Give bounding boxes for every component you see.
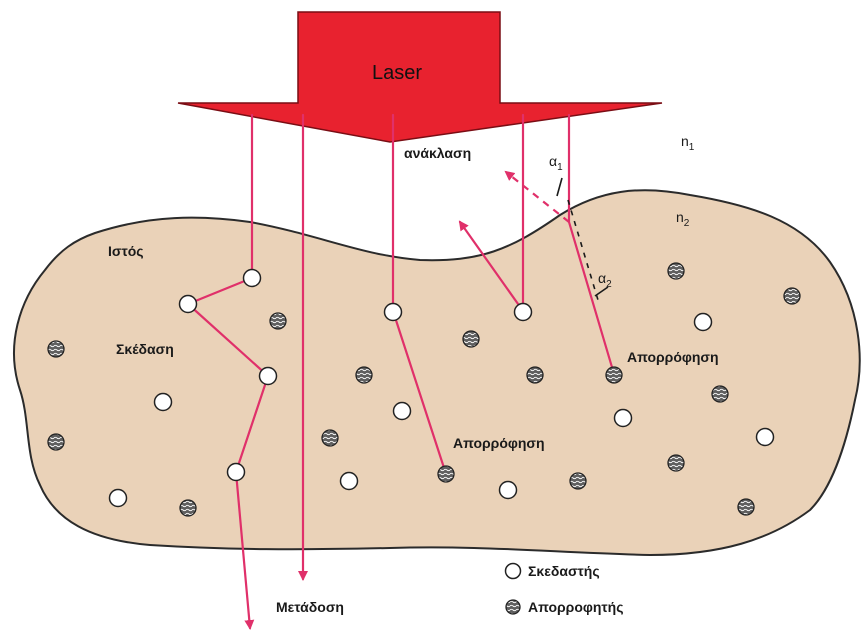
scatterer-particle [385,304,402,321]
scatterer-particle [500,482,517,499]
scatterer-particle [394,403,411,420]
absorber-particle [48,434,64,450]
absorption-label-right: Απορρόφηση [627,349,719,365]
absorber-particle [48,341,64,357]
absorber-particle [322,430,338,446]
absorber-particle [738,499,754,515]
absorber-particle [438,466,454,482]
absorber-particle [356,367,372,383]
absorber-particle [668,263,684,279]
scatterer-particle [757,429,774,446]
scatterer-particle [244,270,261,287]
scatterer-particle [695,314,712,331]
scatterer-particle [341,473,358,490]
legend: Σκεδαστής Απορροφητής [506,563,624,615]
absorber-particle [527,367,543,383]
reflection-label: ανάκλαση [404,145,471,161]
tissue-label: Ιστός [108,243,144,259]
normal-line-upper [557,178,562,196]
absorber-particle [784,288,800,304]
scatterer-particle [515,304,532,321]
absorber-particle [712,386,728,402]
legend-absorber-label: Απορροφητής [528,599,624,615]
absorber-particle [668,455,684,471]
absorption-label-center: Απορρόφηση [453,435,545,451]
scatterer-particle [155,394,172,411]
absorber-particle [180,500,196,516]
laser-label: Laser [372,62,422,84]
legend-scatterer-symbol [506,564,521,579]
alpha1-label: α1 [549,153,563,173]
absorber-particle [606,367,622,383]
absorber-particle [463,331,479,347]
scatterer-particle [615,410,632,427]
absorber-particle [270,313,286,329]
transmission-label: Μετάδοση [276,599,344,615]
absorber-particle [570,473,586,489]
legend-absorber-symbol [506,600,520,614]
n1-label: n1 [681,133,695,153]
legend-scatterer-label: Σκεδαστής [528,563,600,579]
scattering-label: Σκέδαση [116,341,174,357]
scatterer-particle [260,368,277,385]
scatterer-particle [228,464,245,481]
scatterer-particle [180,296,197,313]
scatterer-particle [110,490,127,507]
